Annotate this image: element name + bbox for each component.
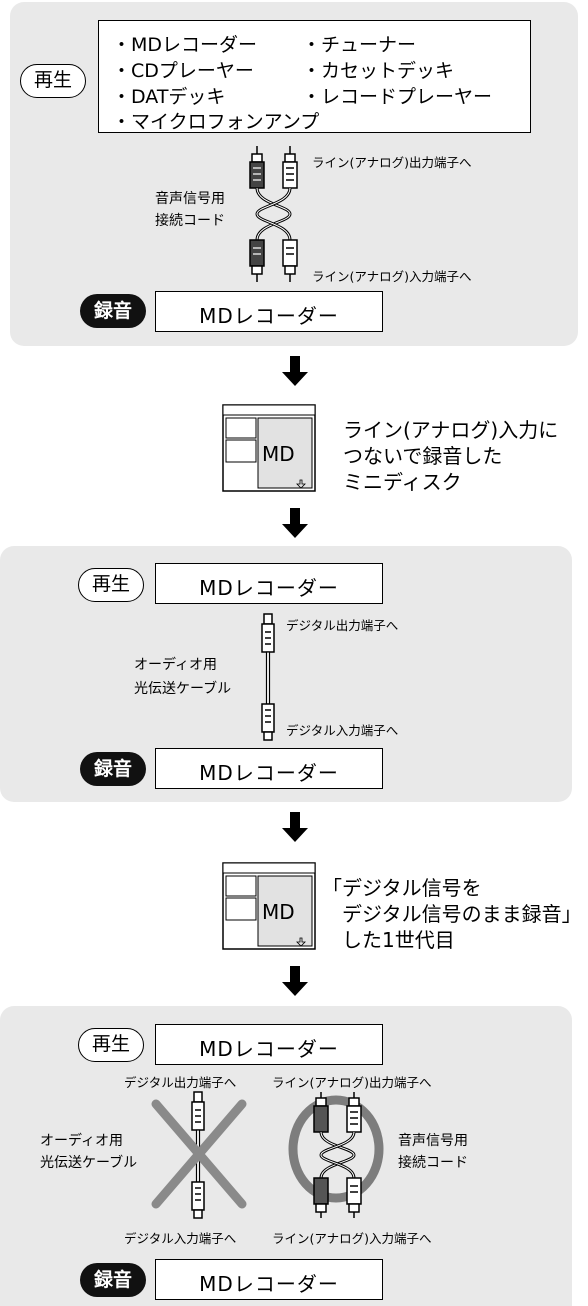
source-item: ・カセットデッキ xyxy=(302,60,455,82)
optical-plug-icon xyxy=(261,613,275,741)
arrow-down-icon xyxy=(282,356,308,386)
disc-note-analog: ミニディスク xyxy=(343,470,462,494)
arrow-down-icon xyxy=(282,966,308,996)
svg-text:MD: MD xyxy=(262,442,295,466)
disc-note-digital: 「デジタル信号を xyxy=(322,876,482,900)
allowed-circle-icon xyxy=(288,1095,384,1203)
record-badge: 録音 xyxy=(80,294,146,328)
arrow-down-icon xyxy=(282,508,308,538)
optical-cable-label: 光伝送ケーブル xyxy=(40,1155,138,1171)
source-item: ・DATデッキ xyxy=(112,86,226,108)
source-devices-box xyxy=(98,20,531,133)
source-item: ・CDプレーヤー xyxy=(112,60,254,82)
source-item: ・MDレコーダー xyxy=(112,34,258,56)
source-item: ・マイクロフォンアンプ xyxy=(112,111,320,133)
optical-cable-label: オーディオ用 xyxy=(134,657,218,673)
digital-out-label: デジタル出力端子へ xyxy=(286,618,399,633)
md-recorder-label: MDレコーダー xyxy=(199,304,339,328)
md-recorder-box xyxy=(155,563,383,604)
svg-text:MD: MD xyxy=(262,900,295,924)
record-badge: 録音 xyxy=(80,752,146,786)
md-recorder-box xyxy=(155,291,383,332)
line-out-label: ライン(アナログ)出力端子へ xyxy=(312,155,472,170)
record-badge: 録音 xyxy=(80,1263,146,1297)
minidisc-icon: MD xyxy=(222,862,316,950)
minidisc-icon: MD xyxy=(222,404,316,492)
playback-label: 再生 xyxy=(78,568,144,602)
prohibited-x-icon xyxy=(151,1099,247,1209)
playback-label: 再生 xyxy=(20,64,86,98)
disc-note-analog: ライン(アナログ)入力に xyxy=(343,418,559,442)
playback-label: 再生 xyxy=(78,1028,144,1062)
digital-out-label: デジタル出力端子へ xyxy=(124,1075,237,1090)
md-recorder-label: MDレコーダー xyxy=(199,761,339,785)
disc-note-analog: つないで録音した xyxy=(343,444,503,468)
digital-in-label: デジタル入力端子へ xyxy=(286,723,399,738)
md-recorder-label: MDレコーダー xyxy=(199,576,339,600)
arrow-down-icon xyxy=(282,812,308,842)
audio-cord-label: 音声信号用 xyxy=(398,1133,468,1149)
md-recorder-box xyxy=(155,1024,383,1065)
rca-plug-icon xyxy=(313,1092,362,1218)
optical-cable-label: オーディオ用 xyxy=(40,1133,124,1149)
optical-cable-label: 光伝送ケーブル xyxy=(134,681,232,697)
audio-cord-label: 音声信号用 xyxy=(155,191,225,207)
md-recorder-box xyxy=(155,1259,383,1300)
audio-cord-label: 接続コード xyxy=(155,213,225,229)
disc-note-digital: デジタル信号のまま録音」 xyxy=(342,902,582,926)
rca-plug-icon xyxy=(249,146,298,282)
md-recorder-label: MDレコーダー xyxy=(199,1272,339,1296)
line-in-label: ライン(アナログ)入力端子へ xyxy=(272,1231,432,1246)
md-recorder-box xyxy=(155,748,383,789)
source-item: ・レコードプレーヤー xyxy=(302,86,493,108)
audio-cord-label: 接続コード xyxy=(398,1155,468,1171)
line-out-label: ライン(アナログ)出力端子へ xyxy=(272,1075,432,1090)
md-recorder-label: MDレコーダー xyxy=(199,1037,339,1061)
disc-note-digital: した1世代目 xyxy=(342,928,455,952)
source-item: ・チューナー xyxy=(302,34,417,56)
line-in-label: ライン(アナログ)入力端子へ xyxy=(312,269,472,284)
digital-in-label: デジタル入力端子へ xyxy=(124,1231,237,1246)
